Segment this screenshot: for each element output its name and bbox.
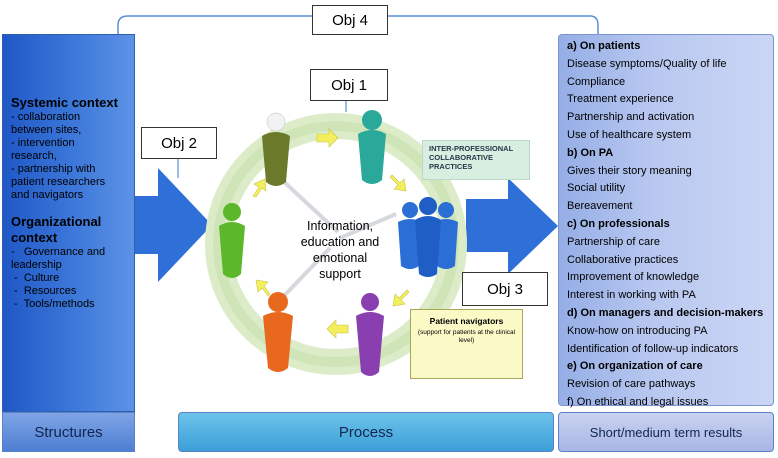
results-item: Disease symptoms/Quality of life	[567, 57, 727, 70]
patient-navigators-subtitle: (support for patients at the clinical le…	[417, 329, 516, 344]
center-support-text: Information, education and emotional sup…	[280, 218, 400, 282]
inner-arrow	[280, 178, 340, 234]
center-text-line: education and	[300, 235, 380, 249]
results-item: f) On ethical and legal issues	[567, 395, 709, 408]
organizational-item: - Resources	[11, 285, 77, 297]
organizational-context-heading: context	[11, 230, 58, 245]
results-item: Bereavement	[567, 200, 633, 213]
figure-olive	[262, 112, 290, 186]
obj2-label: Obj 2	[141, 127, 217, 159]
obj1-label: Obj 1	[310, 69, 388, 101]
structures-panel: Systemic context - collaboration between…	[2, 34, 135, 412]
ring-arrow	[255, 279, 271, 297]
figure-teal	[358, 110, 386, 184]
obj4-bracket	[117, 15, 599, 34]
ip-line: COLLABORATIVE	[429, 153, 494, 162]
results-item: d) On managers and decision-makers	[567, 306, 764, 319]
ring-arrow	[316, 128, 339, 148]
results-item: Social utility	[567, 182, 626, 195]
center-text-line: support	[319, 267, 361, 281]
ip-line: INTER-PROFESSIONAL	[429, 144, 514, 153]
ring-arrow	[392, 289, 410, 307]
results-item: Partnership of care	[567, 235, 660, 248]
results-item: Improvement of knowledge	[567, 271, 700, 284]
organizational-item: - Governance and	[11, 246, 106, 258]
center-text-line: emotional	[312, 251, 368, 265]
figure-group-blue	[398, 197, 458, 277]
structures-footer-label: Structures	[2, 412, 135, 452]
systemic-item: - partnership with	[11, 163, 96, 175]
ring-arrow	[252, 178, 267, 198]
results-panel: a) On patients Disease symptoms/Quality …	[558, 34, 774, 408]
systemic-item: patient researchers	[11, 176, 106, 188]
organizational-item: - Tools/methods	[11, 298, 95, 310]
organizational-item: leadership	[11, 259, 62, 271]
results-footer-label: Short/medium term results	[558, 412, 774, 452]
inner-arrow	[339, 212, 397, 240]
results-item: e) On organization of care	[567, 360, 703, 373]
results-item: Partnership and activation	[567, 111, 695, 124]
inter-professional-label: INTER-PROFESSIONAL COLLABORATIVE PRACTIC…	[422, 140, 530, 180]
right-big-arrow	[466, 178, 558, 274]
results-item: Gives their story meaning	[567, 164, 692, 177]
obj4-label: Obj 4	[312, 5, 388, 35]
results-item: b) On PA	[567, 146, 614, 159]
ring-arrow	[326, 319, 349, 339]
left-big-arrow	[134, 168, 212, 282]
organizational-item: - Culture	[11, 272, 60, 284]
systemic-item: research,	[11, 150, 57, 162]
results-item: Interest in working with PA	[567, 289, 696, 302]
results-item: Revision of care pathways	[567, 378, 696, 391]
inner-arrow	[278, 246, 332, 302]
patient-navigators-title: Patient navigators	[429, 316, 504, 326]
results-item: a) On patients	[567, 40, 641, 52]
center-text-line: Information,	[306, 219, 373, 233]
systemic-item: - collaboration	[11, 111, 81, 123]
ip-line: PRACTICES	[429, 162, 473, 171]
systemic-item: - intervention	[11, 137, 75, 149]
organizational-context-heading: Organizational	[11, 214, 102, 229]
patient-navigators-box: Patient navigators (support for patients…	[410, 309, 523, 379]
process-footer-label: Process	[178, 412, 554, 452]
ring-arrow	[389, 174, 407, 192]
systemic-item: and navigators	[11, 189, 84, 201]
results-item: c) On professionals	[567, 217, 670, 230]
results-item: Treatment experience	[567, 93, 674, 106]
figure-orange	[263, 292, 293, 372]
figure-purple	[356, 293, 384, 376]
results-item: Know-how on introducing PA	[567, 324, 708, 337]
systemic-context-heading: Systemic context	[11, 95, 118, 110]
obj3-label: Obj 3	[462, 272, 548, 306]
results-item: Compliance	[567, 75, 626, 88]
figure-green	[219, 203, 245, 278]
systemic-item: between sites,	[11, 124, 82, 136]
results-item: Use of healthcare system	[567, 128, 692, 141]
results-item: Collaborative practices	[567, 253, 679, 266]
results-item: Identification of follow-up indicators	[567, 342, 739, 355]
